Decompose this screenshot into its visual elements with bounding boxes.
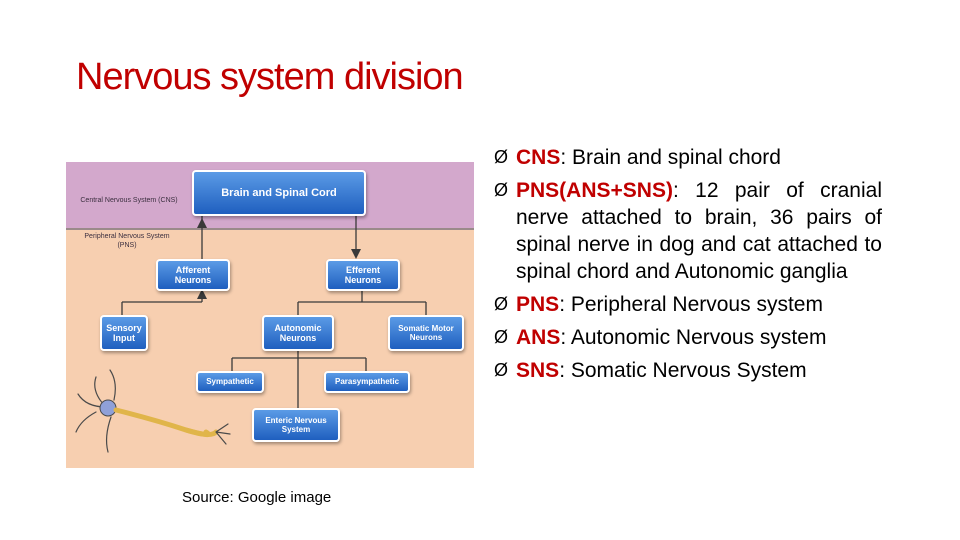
node-somatic-motor-neurons: Somatic Motor Neurons	[388, 315, 464, 351]
neuron-illustration	[75, 369, 231, 453]
arrow-bullet-icon: Ø	[494, 327, 509, 347]
connector-lines	[75, 203, 427, 453]
node-efferent-neurons: Efferent Neurons	[326, 259, 400, 291]
bullet-text: : Peripheral Nervous system	[559, 293, 823, 316]
bullet-item: Ø SNS: Somatic Nervous System	[494, 357, 882, 384]
bullet-item: Ø ANS: Autonomic Nervous system	[494, 324, 882, 351]
bullet-abbr: PNS	[516, 293, 560, 316]
bullet-text: : Brain and spinal chord	[560, 146, 781, 169]
bullet-item: Ø CNS: Brain and spinal chord	[494, 144, 882, 171]
pns-label: Peripheral Nervous System (PNS)	[84, 233, 170, 249]
bullet-text: : 12 pair of cranial nerve attached to b…	[516, 179, 882, 283]
node-sensory-input: Sensory Input	[100, 315, 148, 351]
arrow-bullet-icon: Ø	[494, 180, 509, 200]
node-parasympathetic: Parasympathetic	[324, 371, 410, 393]
arrow-bullet-icon: Ø	[494, 294, 509, 314]
node-enteric-nervous-system: Enteric Nervous System	[252, 408, 340, 442]
bullet-item: Ø PNS: Peripheral Nervous system	[494, 291, 882, 318]
bullet-abbr: SNS	[516, 359, 560, 382]
node-sympathetic: Sympathetic	[196, 371, 264, 393]
bullet-text: : Somatic Nervous System	[559, 359, 807, 382]
bullet-abbr: PNS(ANS+SNS)	[516, 179, 673, 202]
source-caption: Source: Google image	[182, 489, 332, 506]
cns-pns-divider	[66, 228, 474, 230]
node-autonomic-neurons: Autonomic Neurons	[262, 315, 334, 351]
arrow-bullet-icon: Ø	[494, 147, 509, 167]
nervous-system-diagram: Central Nervous System (CNS) Peripheral …	[66, 162, 474, 468]
bullet-text: : Autonomic Nervous system	[560, 326, 827, 349]
bullet-abbr: CNS	[516, 146, 561, 169]
slide-title: Nervous system division	[76, 56, 464, 98]
bullet-abbr: ANS	[516, 326, 561, 349]
node-afferent-neurons: Afferent Neurons	[156, 259, 230, 291]
cns-label: Central Nervous System (CNS)	[80, 197, 178, 204]
bullet-list: Ø CNS: Brain and spinal chord Ø PNS(ANS+…	[494, 144, 882, 390]
arrow-bullet-icon: Ø	[494, 360, 509, 380]
bullet-item: Ø PNS(ANS+SNS): 12 pair of cranial nerve…	[494, 177, 882, 285]
node-brain-spinal-cord: Brain and Spinal Cord	[192, 170, 366, 216]
